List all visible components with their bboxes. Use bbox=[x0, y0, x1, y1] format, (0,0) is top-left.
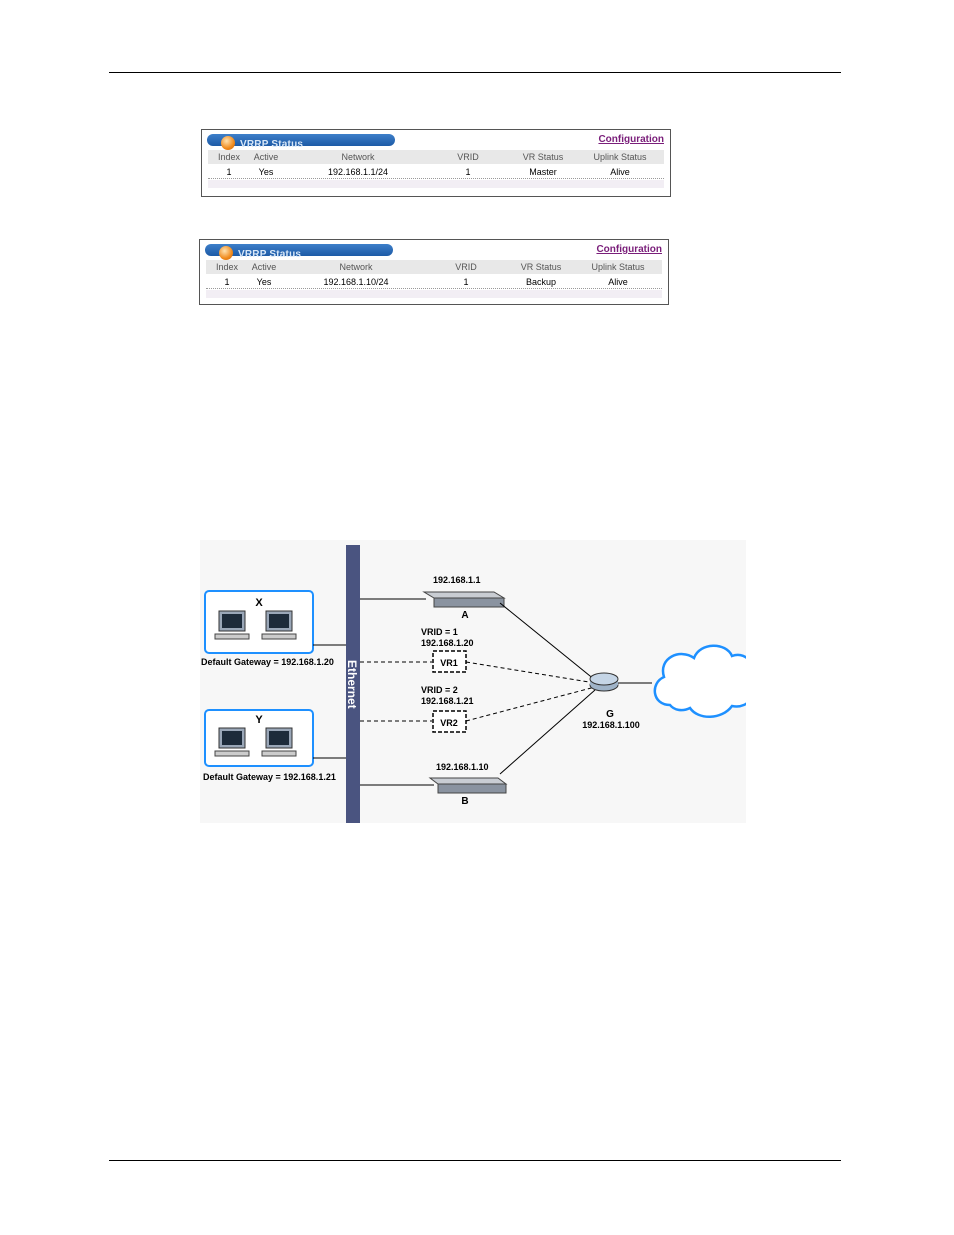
computer-icon bbox=[214, 727, 250, 757]
table-header-row: Index Active Network VRID VR Status Upli… bbox=[206, 260, 662, 274]
header-rule bbox=[109, 72, 841, 73]
column-header-index: Index bbox=[215, 262, 239, 272]
cell-active: Yes bbox=[258, 167, 274, 177]
vr1-label: VR1 bbox=[440, 658, 458, 668]
group-x-gateway: Default Gateway = 192.168.1.20 bbox=[201, 657, 334, 667]
column-header-active: Active bbox=[253, 152, 279, 162]
configuration-link[interactable]: Configuration bbox=[596, 244, 662, 255]
column-header-uplink-status: Uplink Status bbox=[593, 152, 647, 162]
column-header-active: Active bbox=[251, 262, 277, 272]
host-group-y: Y Default Gateway = 192.168.1.21 bbox=[203, 709, 336, 782]
column-header-network: Network bbox=[339, 262, 373, 272]
table-footer bbox=[206, 290, 662, 298]
table-header-row: Index Active Network VRID VR Status Upli… bbox=[208, 150, 664, 164]
panel-title-bar: VRRP Status bbox=[205, 244, 393, 260]
switch-b-label: B bbox=[461, 796, 468, 807]
cell-vrid: 1 bbox=[465, 167, 471, 177]
cell-uplink-status: Alive bbox=[610, 167, 630, 177]
computer-icon bbox=[214, 610, 250, 640]
router-g-ip: 192.168.1.100 bbox=[582, 720, 640, 730]
cell-vrid: 1 bbox=[463, 277, 469, 287]
vrrp-status-panel-backup: VRRP Status Configuration Index Active N… bbox=[199, 239, 669, 305]
ethernet-label: Ethernet bbox=[345, 660, 359, 709]
cell-network: 192.168.1.10/24 bbox=[323, 277, 389, 287]
group-y-gateway: Default Gateway = 192.168.1.21 bbox=[203, 772, 336, 782]
vr2-label: VR2 bbox=[440, 718, 458, 728]
switch-b: 192.168.1.10 B bbox=[428, 762, 508, 807]
group-x-label: X bbox=[255, 597, 263, 609]
status-orb-icon bbox=[221, 136, 235, 150]
vr2-ip: 192.168.1.21 bbox=[421, 696, 474, 706]
virtual-router-vr2: VRID = 2 192.168.1.21 VR2 bbox=[421, 685, 474, 733]
column-header-uplink-status: Uplink Status bbox=[591, 262, 645, 272]
panel-title: VRRP Status bbox=[238, 249, 302, 260]
vrrp-network-diagram: Ethernet X Default Gateway = 192.168.1.2… bbox=[200, 540, 746, 823]
vr1-vrid: VRID = 1 bbox=[421, 627, 458, 637]
vr1-ip: 192.168.1.20 bbox=[421, 638, 474, 648]
router-g: G 192.168.1.100 bbox=[582, 672, 640, 730]
router-g-label: G bbox=[606, 709, 614, 720]
cell-index: 1 bbox=[226, 167, 232, 177]
table-footer bbox=[208, 180, 664, 188]
internet-cloud-icon bbox=[653, 644, 746, 718]
host-group-x: X Default Gateway = 192.168.1.20 bbox=[201, 590, 334, 667]
switch-a-label: A bbox=[461, 610, 468, 621]
group-y-label: Y bbox=[255, 714, 263, 726]
table-row: 1 Yes 192.168.1.10/24 1 Backup Alive bbox=[206, 274, 662, 289]
column-header-vr-status: VR Status bbox=[522, 152, 564, 162]
column-header-network: Network bbox=[341, 152, 375, 162]
vrrp-status-panel-master: VRRP Status Configuration Index Active N… bbox=[201, 129, 671, 197]
computer-icon bbox=[261, 610, 297, 640]
table-row: 1 Yes 192.168.1.1/24 1 Master Alive bbox=[208, 164, 664, 179]
computer-icon bbox=[261, 727, 297, 757]
ethernet-bus: Ethernet bbox=[345, 545, 360, 823]
configuration-link[interactable]: Configuration bbox=[598, 134, 664, 145]
cell-vr-status: Master bbox=[529, 167, 557, 177]
switch-a-ip: 192.168.1.1 bbox=[433, 575, 481, 585]
status-orb-icon bbox=[219, 246, 233, 260]
cell-active: Yes bbox=[256, 277, 272, 287]
footer-rule bbox=[109, 1160, 841, 1161]
column-header-vrid: VRID bbox=[457, 152, 479, 162]
vr2-vrid: VRID = 2 bbox=[421, 685, 458, 695]
switch-a: 192.168.1.1 A bbox=[422, 575, 506, 621]
cell-uplink-status: Alive bbox=[608, 277, 628, 287]
cell-network: 192.168.1.1/24 bbox=[327, 167, 389, 177]
panel-title-bar: VRRP Status bbox=[207, 134, 395, 150]
switch-b-ip: 192.168.1.10 bbox=[436, 762, 489, 772]
column-header-index: Index bbox=[217, 152, 241, 162]
cell-vr-status: Backup bbox=[525, 277, 557, 287]
column-header-vr-status: VR Status bbox=[520, 262, 562, 272]
cell-index: 1 bbox=[224, 277, 230, 287]
virtual-router-vr1: VRID = 1 192.168.1.20 VR1 bbox=[421, 627, 474, 673]
column-header-vrid: VRID bbox=[455, 262, 477, 272]
panel-title: VRRP Status bbox=[240, 139, 304, 150]
